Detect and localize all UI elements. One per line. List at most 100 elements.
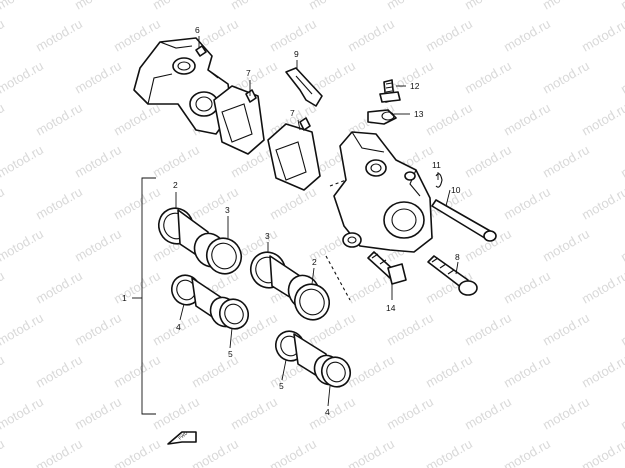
watermark-text: motod.ru (618, 310, 625, 349)
watermark-text: motod.ru (462, 394, 514, 433)
callout-7-upper-pad: 7 (246, 68, 251, 78)
piston-group-middle (249, 251, 331, 321)
watermark-text: motod.ru (0, 184, 7, 223)
watermark-text: motod.ru (540, 310, 592, 349)
watermark-text: motod.ru (72, 310, 124, 349)
watermark-text: motod.ru (72, 142, 124, 181)
watermark-text: motod.ru (501, 184, 553, 223)
watermark-text: motod.ru (462, 310, 514, 349)
watermark-text: motod.ru (423, 436, 475, 468)
callout-3-left: 3 (225, 205, 230, 215)
watermark-text: motod.ru (0, 0, 46, 13)
watermark-text: motod.ru (540, 142, 592, 181)
callout-2-middle: 2 (312, 257, 317, 267)
watermark-text: motod.ru (618, 58, 625, 97)
forward-direction-arrow: FWD (167, 430, 197, 445)
watermark-text: motod.ru (72, 58, 124, 97)
watermark-text: motod.ru (228, 394, 280, 433)
watermark-text: motod.ru (0, 100, 7, 139)
watermark-text: motod.ru (306, 394, 358, 433)
callout-12: 12 (410, 81, 420, 91)
watermark-text: motod.ru (33, 352, 85, 391)
watermark-text: motod.ru (579, 352, 625, 391)
watermark-text: motod.ru (267, 184, 319, 223)
watermark-text: motod.ru (540, 0, 592, 13)
watermark-text: motod.ru (501, 436, 553, 468)
piston-group-left (157, 207, 250, 330)
callout-14: 14 (386, 303, 396, 313)
callout-2-left: 2 (173, 180, 178, 190)
watermark-text: motod.ru (0, 142, 46, 181)
retaining-clip-11 (435, 173, 443, 188)
watermark-text: motod.ru (0, 310, 46, 349)
watermark-text: motod.ru (540, 58, 592, 97)
watermark-text: motod.ru (462, 142, 514, 181)
watermark-text: motod.ru (618, 226, 625, 265)
bleeder-valve-12 (379, 79, 401, 103)
bleeder-cap-13 (367, 109, 397, 125)
callout-4-lower: 4 (325, 407, 330, 417)
callout-10: 10 (451, 185, 461, 195)
callout-labels: 6 7 9 7 12 13 11 10 8 14 1 2 3 4 5 3 2 5… (122, 25, 461, 417)
watermark-text: motod.ru (33, 100, 85, 139)
watermark-text: motod.ru (111, 436, 163, 468)
watermark-text: motod.ru (618, 0, 625, 13)
callout-3-middle: 3 (265, 231, 270, 241)
bleeder-screw-6 (195, 45, 207, 57)
watermark-text: motod.ru (345, 352, 397, 391)
watermark-text: motod.ru (0, 436, 7, 468)
watermark-text: motod.ru (267, 436, 319, 468)
watermark-text: motod.ru (540, 226, 592, 265)
watermark-text: motod.ru (579, 16, 625, 55)
leader-lines (175, 36, 459, 407)
watermark-text: motod.ru (618, 394, 625, 433)
kit-bracket (141, 177, 156, 415)
mounting-bolt-14 (367, 251, 407, 285)
watermark-text: motod.ru (150, 0, 202, 13)
callout-6: 6 (195, 25, 200, 35)
watermark-text: motod.ru (150, 394, 202, 433)
watermark-text: motod.ru (111, 100, 163, 139)
watermark-text: motod.ru (501, 16, 553, 55)
watermark-text: motod.ru (111, 352, 163, 391)
watermark-text: motod.ru (345, 436, 397, 468)
callout-9: 9 (294, 49, 299, 59)
watermark-text: motod.ru (0, 268, 7, 307)
watermark-text: motod.ru (462, 58, 514, 97)
pad-pin-10 (431, 199, 497, 242)
watermark-text: motod.ru (189, 352, 241, 391)
watermark-text: motod.ru (72, 226, 124, 265)
piston-group-lower (274, 330, 352, 388)
watermark-text: motod.ru (384, 310, 436, 349)
caliper-half-upper (133, 37, 233, 135)
watermark-text: motod.ru (33, 268, 85, 307)
watermark-text: motod.ru (150, 142, 202, 181)
watermark-text: motod.ru (579, 100, 625, 139)
watermark-text: motod.ru (579, 184, 625, 223)
watermark-text: motod.ru (618, 142, 625, 181)
callout-5-lower: 5 (279, 381, 284, 391)
watermark-text: motod.ru (306, 0, 358, 13)
callout-4-left: 4 (176, 322, 181, 332)
watermark-text: motod.ru (462, 0, 514, 13)
watermark-text: motod.ru (423, 16, 475, 55)
watermark-text: motod.ru (0, 352, 7, 391)
watermark-text: motod.ru (111, 268, 163, 307)
callout-8: 8 (455, 252, 460, 262)
brake-pad-upper (213, 85, 265, 155)
watermark-text: motod.ru (345, 16, 397, 55)
watermark-text: motod.ru (540, 394, 592, 433)
callout-13: 13 (414, 109, 424, 119)
watermark-text: motod.ru (111, 184, 163, 223)
watermark-text: motod.ru (384, 394, 436, 433)
watermark-text: motod.ru (33, 16, 85, 55)
watermark-text: motod.ru (33, 184, 85, 223)
watermark-text: motod.ru (501, 100, 553, 139)
brake-pad-lower (267, 117, 321, 191)
callout-5-left: 5 (228, 349, 233, 359)
callout-7-lower-pad: 7 (290, 108, 295, 118)
watermark-text: motod.ru (0, 226, 46, 265)
